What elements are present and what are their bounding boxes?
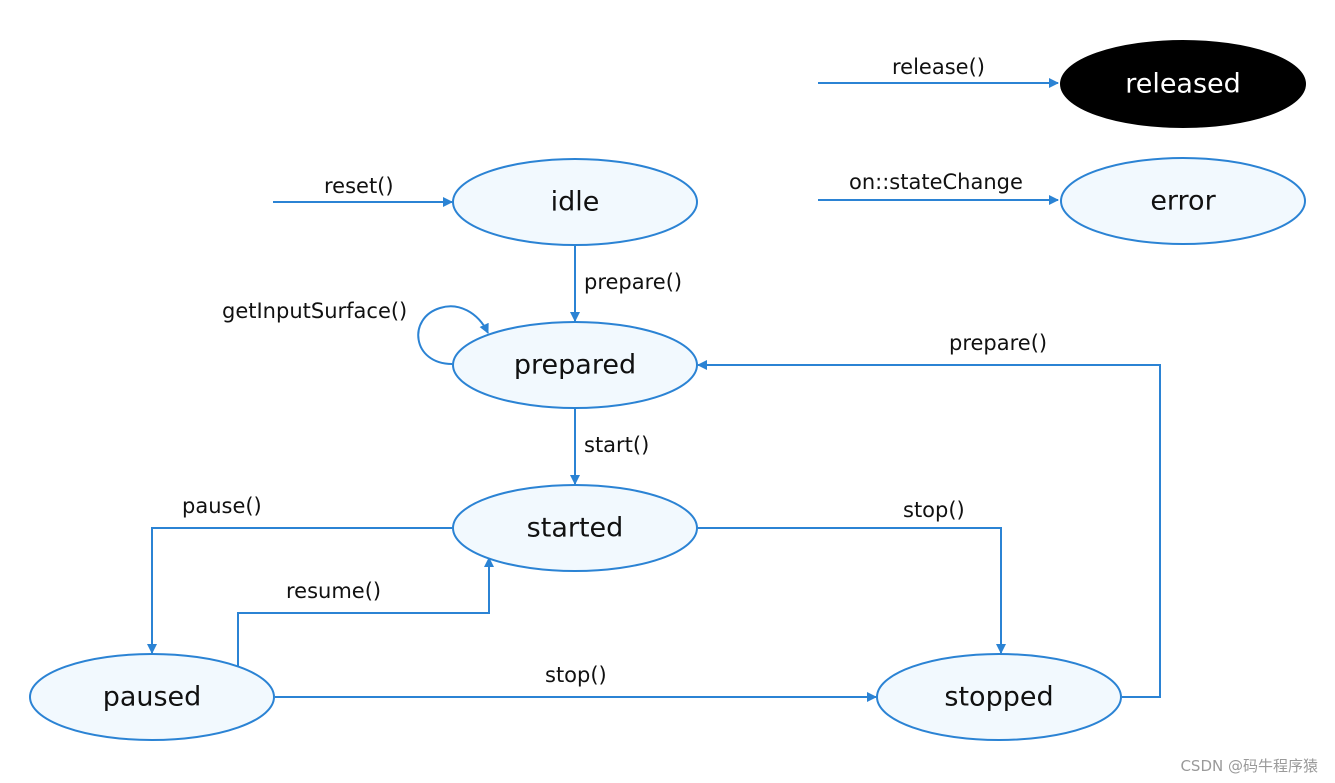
state-label-started: started <box>527 513 624 544</box>
state-label-idle: idle <box>551 187 600 218</box>
state-stopped: stopped <box>876 653 1122 741</box>
watermark: CSDN @码牛程序猿 <box>1180 757 1318 775</box>
edge-stop-from-started <box>698 527 1006 654</box>
edge-label-start: start() <box>584 433 649 457</box>
state-label-released: released <box>1125 69 1241 100</box>
state-idle: idle <box>452 158 698 246</box>
state-label-error: error <box>1150 186 1216 217</box>
edge-label-prepare-from-idle: prepare() <box>584 270 682 294</box>
state-prepared: prepared <box>452 321 698 409</box>
edge-label-stop-from-started: stop() <box>903 498 965 522</box>
edge-label-stop-from-paused: stop() <box>545 663 607 687</box>
state-started: started <box>452 484 698 572</box>
edge-label-release: release() <box>892 55 985 79</box>
edge-pause <box>147 527 452 654</box>
state-paused: paused <box>29 653 275 741</box>
state-released: released <box>1060 40 1306 128</box>
state-error: error <box>1060 157 1306 245</box>
edge-label-get-input-surface: getInputSurface() <box>222 299 407 323</box>
edge-label-prepare-from-stopped: prepare() <box>949 331 1047 355</box>
edge-label-pause: pause() <box>182 494 262 518</box>
edge-label-reset: reset() <box>324 174 394 198</box>
edge-resume <box>237 557 494 667</box>
state-label-stopped: stopped <box>944 682 1053 713</box>
state-label-prepared: prepared <box>514 350 636 381</box>
edge-get-input-surface <box>417 305 489 365</box>
edge-label-state-change: on::stateChange <box>849 170 1023 194</box>
state-label-paused: paused <box>103 682 202 713</box>
edge-prepare-from-stopped <box>697 360 1161 698</box>
edge-label-resume: resume() <box>286 579 381 603</box>
